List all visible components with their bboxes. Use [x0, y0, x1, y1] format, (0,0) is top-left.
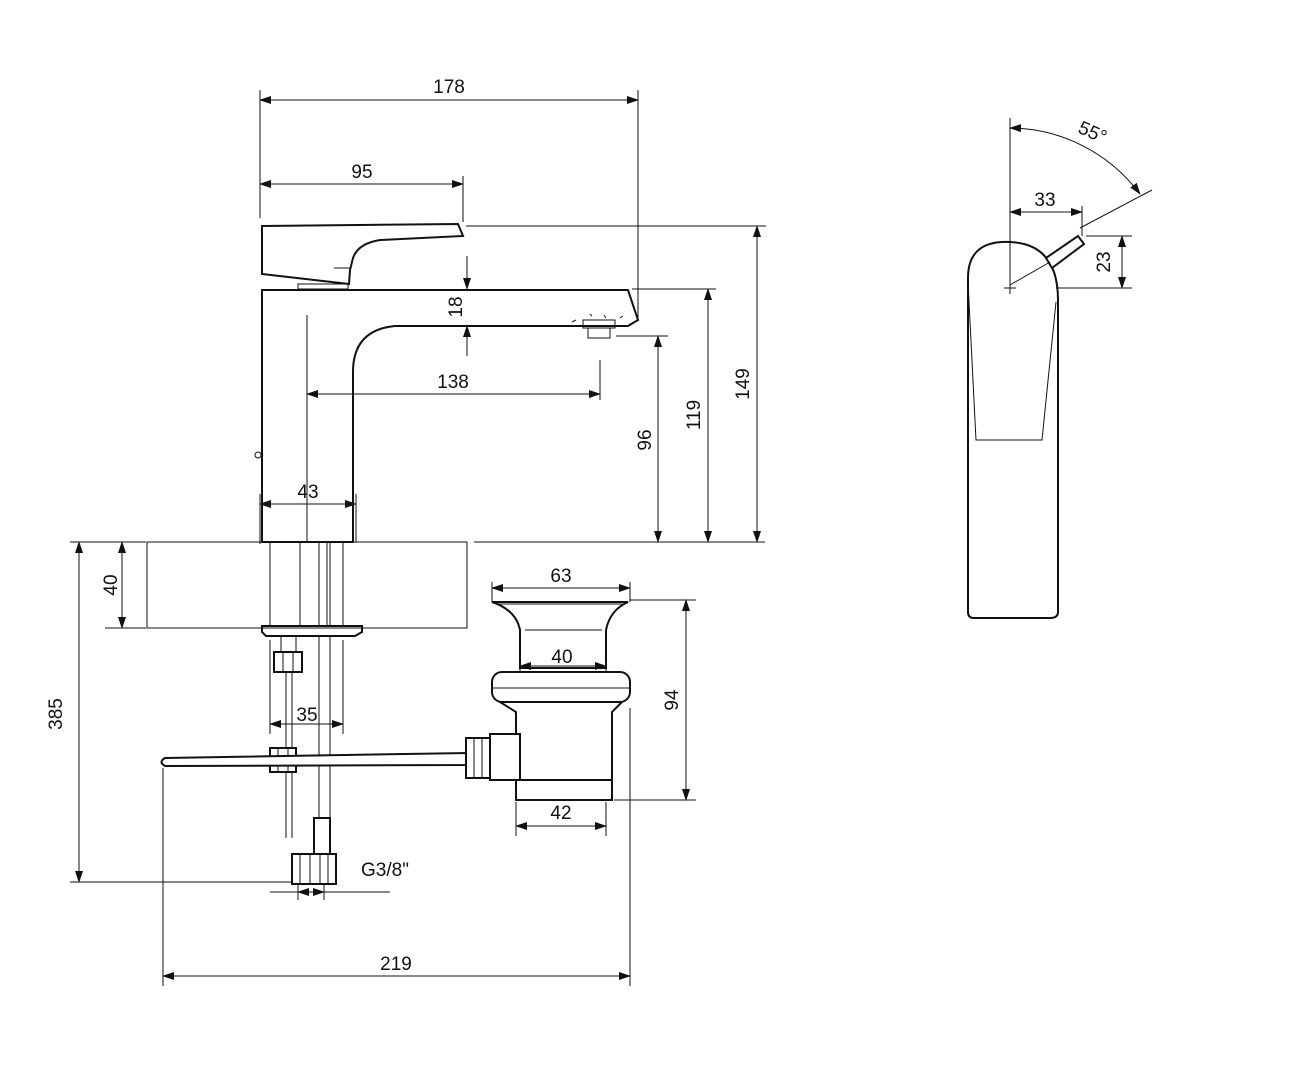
- dim-40-deck: 40: [101, 574, 122, 595]
- dim-40-drain: 40: [551, 647, 572, 668]
- faucet-top-view: [967, 234, 1086, 619]
- handle-lever: [261, 222, 465, 286]
- dim-23: 23: [1094, 251, 1115, 272]
- faucet-side-view: [160, 222, 640, 900]
- dim-385: 385: [46, 698, 67, 730]
- faucet-body: [261, 289, 640, 543]
- dim-119: 119: [684, 400, 705, 430]
- pop-up-rod: [160, 751, 469, 768]
- dim-55-angle: 55°: [1075, 118, 1110, 149]
- dim-149: 149: [733, 368, 754, 400]
- dim-95: 95: [351, 162, 372, 183]
- dim-96: 96: [635, 429, 656, 450]
- aerator: [571, 313, 624, 339]
- thread-label: G3/8": [361, 860, 409, 881]
- dim-18: 18: [446, 296, 467, 317]
- dim-35: 35: [296, 705, 317, 726]
- dim-42: 42: [550, 803, 571, 824]
- dim-33: 33: [1034, 190, 1055, 211]
- shanks: [261, 542, 363, 900]
- dim-94: 94: [662, 689, 683, 711]
- drain-assembly: [465, 601, 631, 801]
- dim-43: 43: [297, 482, 318, 503]
- dimension-lines: 178 95 18 138 96 119 149 43 40 385 35: [46, 77, 1153, 986]
- dim-219: 219: [380, 954, 412, 975]
- dim-63: 63: [550, 566, 571, 587]
- dim-138: 138: [437, 372, 469, 393]
- counter-deck: [146, 541, 468, 629]
- dim-178: 178: [433, 77, 465, 98]
